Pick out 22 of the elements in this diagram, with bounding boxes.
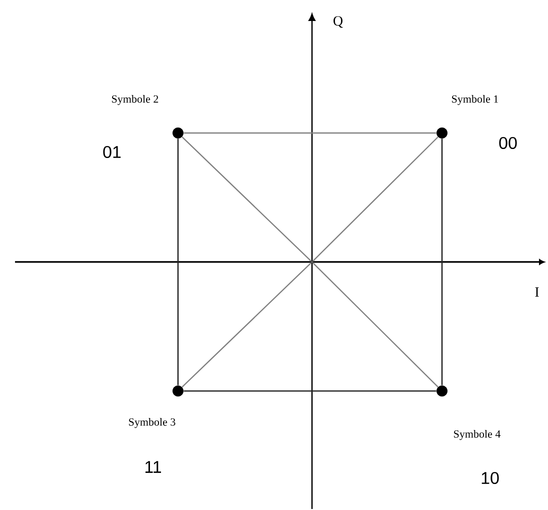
line	[184, 132, 436, 134]
line	[182, 262, 312, 388]
line	[184, 390, 436, 392]
constellation-point	[436, 128, 448, 138]
constellation-point	[436, 385, 448, 396]
axis-label: Q	[334, 16, 343, 28]
symbol-label: Symbole 1	[452, 95, 498, 105]
symbol-label: Symbole 2	[112, 95, 158, 105]
line	[312, 136, 438, 262]
line	[441, 138, 443, 386]
line	[312, 262, 438, 388]
symbol-label: Symbole 3	[129, 418, 176, 428]
axis-label: I	[535, 287, 539, 297]
bit-label: 11	[145, 461, 161, 473]
constellation-point	[172, 128, 184, 138]
symbol-label: Symbole 4	[454, 430, 501, 440]
line	[182, 136, 312, 262]
bit-label: 00	[499, 136, 517, 149]
line	[177, 138, 179, 386]
bit-label: 01	[103, 146, 121, 158]
constellation-point	[172, 385, 184, 396]
bit-label: 10	[482, 472, 499, 484]
